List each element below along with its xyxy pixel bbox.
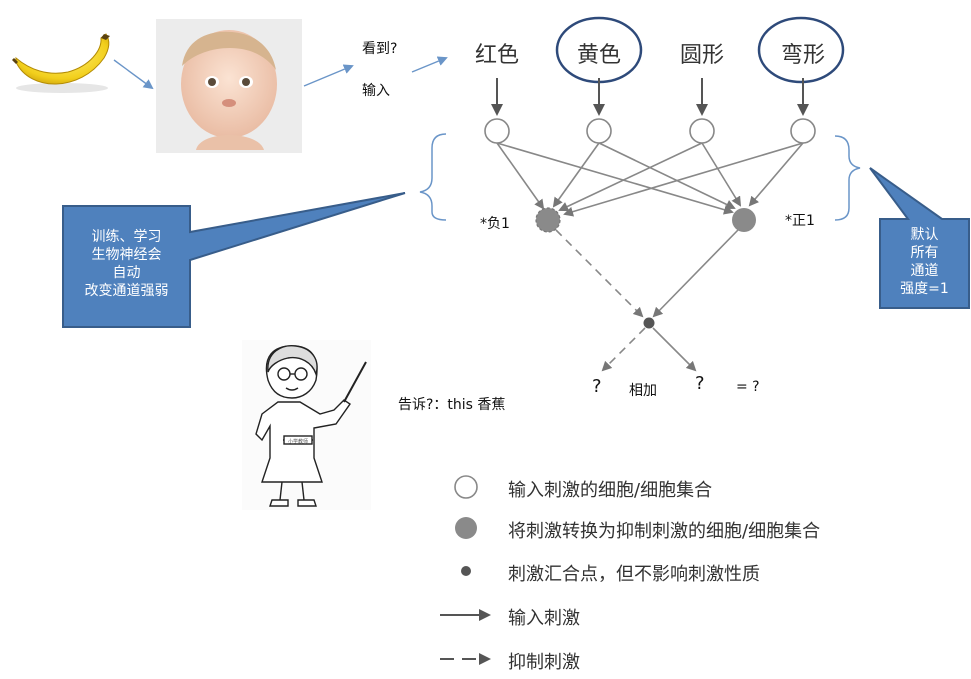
see-question-label: 看到? xyxy=(362,41,398,57)
feature-arrows xyxy=(491,78,809,116)
callout-left-line-4: 改变通道强弱 xyxy=(84,283,169,299)
sum-label: 相加 xyxy=(629,383,657,399)
pos-weight-label: *正1 xyxy=(785,213,815,229)
callout-left-line-1: 训练、学习 xyxy=(91,229,162,245)
legend-gray-circle-icon xyxy=(455,517,477,539)
legend-symbols xyxy=(440,475,491,665)
legend-item-1: 输入刺激的细胞/细胞集合 xyxy=(508,480,713,501)
callout-right-line-3: 通道 xyxy=(910,263,939,279)
teacher-badge: 小学教师 xyxy=(288,438,308,445)
output-left-question: ? xyxy=(592,376,602,397)
legend-item-5: 抑制刺激 xyxy=(508,652,580,673)
teacher-illustration xyxy=(242,340,371,510)
callout-right-text: 默认 所有 通道 强度=1 xyxy=(882,226,967,298)
callout-left-text: 训练、学习 生物神经会 自动 改变通道强弱 xyxy=(65,228,188,300)
arrow-input-to-features xyxy=(411,56,448,73)
dashed-output-arrow xyxy=(601,327,646,372)
inhibit-node-left xyxy=(535,207,561,233)
sum-node xyxy=(643,317,655,329)
inhibit-node-right xyxy=(732,208,756,232)
right-brace xyxy=(834,135,861,221)
feature-round: 圆形 xyxy=(680,43,725,68)
feature-yellow: 黄色 xyxy=(577,43,622,68)
banana-image xyxy=(12,33,110,93)
neg-weight-label: *负1 xyxy=(480,216,510,232)
solid-line-to-sum xyxy=(652,229,739,318)
legend-item-4: 输入刺激 xyxy=(508,608,580,629)
feature-curved: 弯形 xyxy=(781,43,826,68)
feature-red: 红色 xyxy=(475,43,520,68)
solid-output-arrow xyxy=(652,327,697,372)
legend-item-3: 刺激汇合点，但不影响刺激性质 xyxy=(508,564,760,585)
input-label: 输入 xyxy=(362,83,390,99)
callout-left-line-2: 生物神经会 xyxy=(91,247,162,263)
callout-left xyxy=(62,192,406,328)
left-brace xyxy=(419,133,447,221)
callout-right-line-1: 默认 xyxy=(910,227,939,243)
legend-item-2: 将刺激转换为抑制刺激的细胞/细胞集合 xyxy=(508,521,821,542)
output-right-question: ? xyxy=(695,373,705,394)
callout-right-line-4: 强度=1 xyxy=(900,281,949,297)
dashed-line-to-sum xyxy=(555,229,644,318)
input-nodes xyxy=(484,118,816,144)
legend-dot-icon xyxy=(461,566,471,576)
callout-right xyxy=(869,167,970,309)
connection-lines xyxy=(496,142,804,217)
equals-label: = ? xyxy=(736,379,760,395)
callout-right-line-2: 所有 xyxy=(910,245,939,261)
arrow-baby-to-see xyxy=(303,64,354,87)
tell-label: 告诉?：this 香蕉 xyxy=(398,397,506,413)
legend-open-circle-icon xyxy=(454,475,478,499)
baby-photo xyxy=(156,19,302,153)
callout-left-line-3: 自动 xyxy=(112,265,141,281)
arrow-banana-to-baby xyxy=(113,59,154,90)
highlight-ring-curved xyxy=(757,16,845,84)
